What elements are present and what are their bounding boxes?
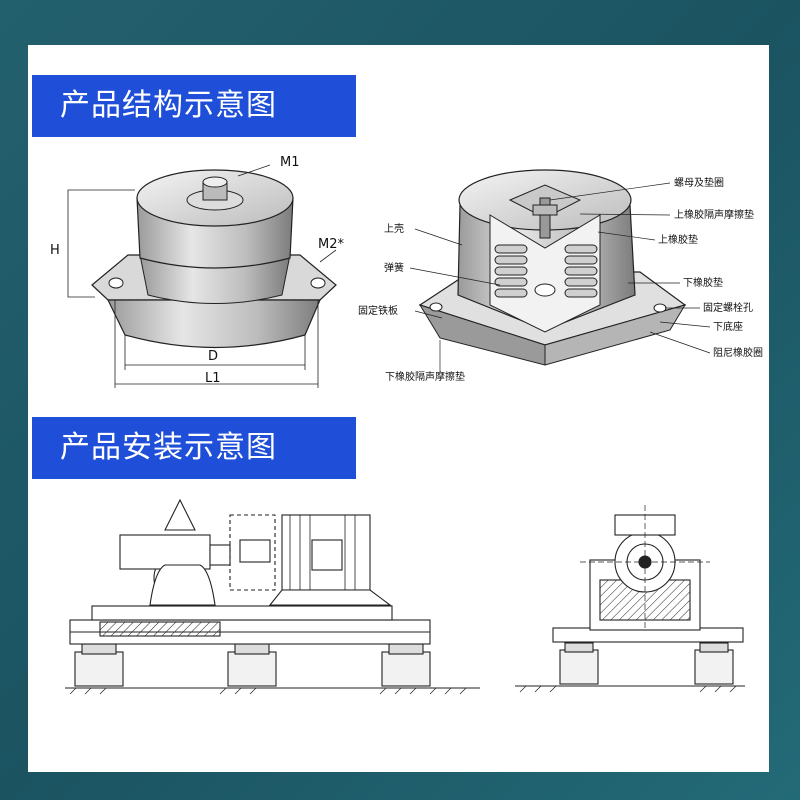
label-lower-pad: 下橡胶隔声摩擦垫 [385,370,465,383]
label-upper-pad: 上橡胶隔声摩擦垫 [674,208,754,221]
installation-side-view [65,498,480,695]
label-l1: L1 [205,371,221,386]
label-plate: 固定铁板 [358,304,398,317]
label-spring: 弹簧 [384,261,404,274]
label-base: 下底座 [713,320,743,333]
mount-exterior-drawing [67,164,337,388]
label-d: D [208,349,218,364]
section-title-installation: 产品安装示意图 [32,417,356,479]
label-bolt-hole: 固定螺栓孔 [703,301,753,314]
label-lower-rubber: 下橡胶垫 [683,276,723,289]
label-shell: 上壳 [384,222,404,235]
label-h: H [50,243,60,258]
section-title-structure: 产品结构示意图 [32,75,356,137]
mount-cutaway-drawing [409,169,711,372]
label-nut: 螺母及垫圈 [674,176,724,189]
label-upper-rubber: 上橡胶垫 [658,233,698,246]
label-damping-ring: 阻尼橡胶圈 [713,346,763,359]
label-m1: M1 [280,155,300,170]
installation-end-view [515,505,745,693]
label-m2: M2* [318,237,344,252]
